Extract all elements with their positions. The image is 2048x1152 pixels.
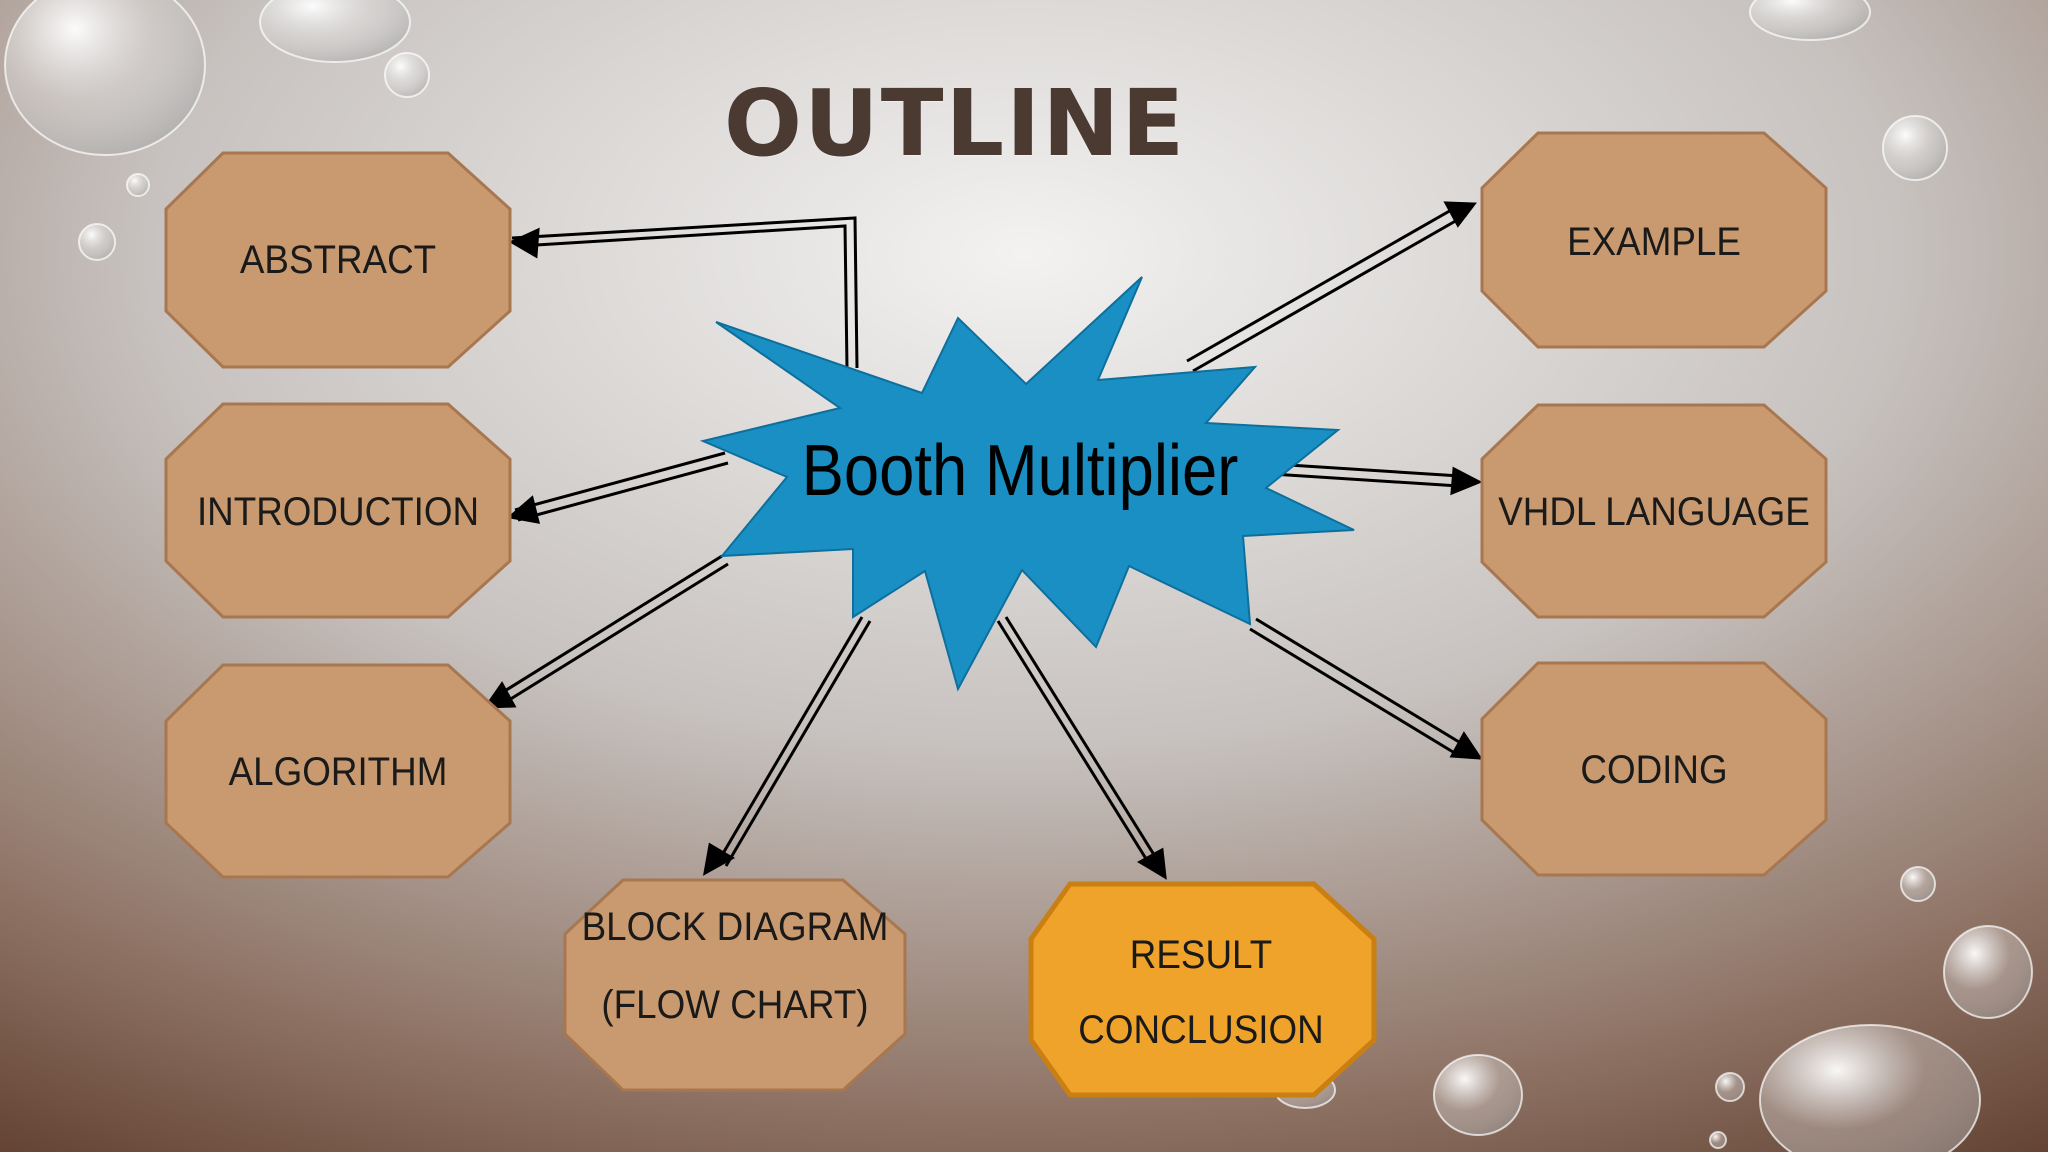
drop-icon	[1943, 925, 2033, 1019]
label-conclusion: CONCLUSION	[1078, 1008, 1324, 1052]
label-introduction: INTRODUCTION	[196, 490, 480, 534]
arrow-to-introduction	[514, 451, 726, 512]
drop-icon	[1433, 1054, 1523, 1136]
label-result: RESULT	[1129, 933, 1273, 977]
arrowhead-result	[1136, 847, 1167, 880]
starburst-shape	[699, 276, 1355, 692]
drop-icon	[1749, 0, 1871, 41]
box-coding[interactable]	[1480, 661, 1828, 877]
drop-icon	[1715, 1072, 1745, 1102]
drop-icon	[78, 223, 116, 261]
water-drops	[4, 0, 2033, 1152]
topic-boxes	[164, 131, 1828, 1098]
arrowhead-abstract	[508, 227, 540, 259]
drop-icon	[1900, 866, 1936, 902]
arrow-to-abstract	[511, 216, 859, 369]
drop-icon	[1709, 1131, 1727, 1149]
label-block-diagram-line1: BLOCK DIAGRAM	[581, 905, 889, 949]
slide-title: OUTLINE	[723, 70, 1187, 177]
arrow-to-block-diagram	[716, 616, 864, 863]
drop-icon	[259, 0, 411, 63]
label-abstract: ABSTRACT	[239, 238, 437, 282]
connectors	[483, 201, 1483, 880]
arrow-to-example	[1186, 203, 1461, 363]
arrowhead-vhdl	[1450, 466, 1483, 496]
label-vhdl: VHDL LANGUAGE	[1498, 490, 1810, 534]
arrow-to-result	[996, 620, 1150, 863]
drop-icon	[4, 0, 206, 156]
drop-icon	[384, 52, 430, 98]
arrowhead-introduction	[506, 495, 541, 524]
box-algorithm[interactable]	[164, 663, 512, 879]
label-algorithm: ALGORITHM	[228, 750, 448, 794]
drop-icon	[1759, 1024, 1981, 1152]
arrowhead-coding	[1449, 731, 1483, 760]
arrow-to-algorithm	[494, 554, 723, 699]
arrow-to-coding	[1255, 617, 1465, 747]
box-example[interactable]	[1480, 131, 1828, 349]
box-block-diagram[interactable]	[563, 878, 907, 1092]
box-introduction[interactable]	[164, 402, 512, 619]
arrowhead-algorithm	[483, 681, 517, 709]
label-coding: CODING	[1580, 748, 1728, 792]
box-vhdl[interactable]	[1480, 403, 1828, 619]
box-result[interactable]	[1028, 881, 1377, 1098]
center-topic-label: Booth Multiplier	[801, 431, 1239, 511]
arrow-to-vhdl	[1272, 462, 1461, 478]
label-example: EXAMPLE	[1567, 220, 1741, 264]
arrowhead-example	[1443, 201, 1477, 228]
label-block-diagram-line2: (FLOW CHART)	[601, 983, 869, 1027]
box-abstract[interactable]	[164, 151, 512, 369]
arrowhead-block-diagram	[702, 842, 736, 876]
drop-icon	[126, 173, 150, 197]
drop-icon	[1882, 115, 1948, 181]
